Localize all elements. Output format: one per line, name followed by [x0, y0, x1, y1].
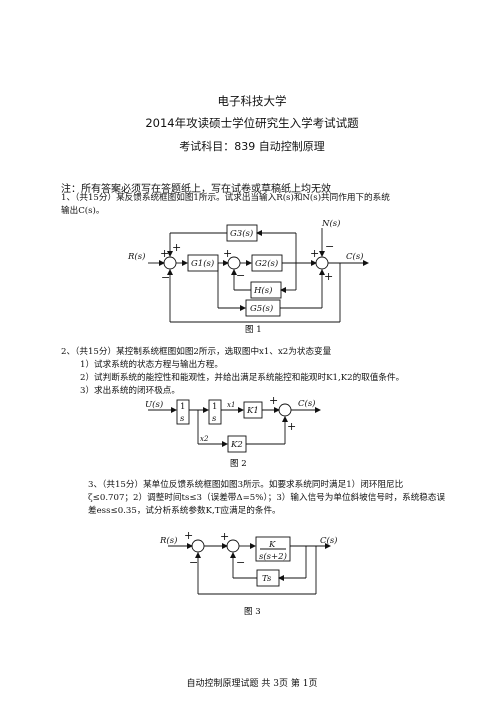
- q3-line3: 差ess≤0.35，试分析系统参数K,T应满足的条件。: [88, 506, 281, 516]
- q2-item1: 1）试求系统的状态方程与输出方程。: [80, 360, 223, 370]
- q2-item3: 3）求出系统的闭环极点。: [80, 386, 180, 396]
- exam-subject: 考试科目：839 自动控制原理: [179, 140, 325, 153]
- fig3-sum1: [191, 539, 205, 553]
- fig2-label-k1: K1: [246, 406, 259, 416]
- fig3-sign-ts: −: [236, 556, 245, 569]
- fig2-sum: [278, 403, 292, 417]
- fig1-sign-g5: +: [324, 270, 333, 283]
- fig3-sign-sum2: +: [220, 530, 229, 543]
- fig2-label-x2: x2: [200, 435, 209, 443]
- fig2-label-x1: x1: [227, 401, 235, 409]
- fig3-sign-r: +: [184, 529, 193, 542]
- fig1-label-r: R(s): [127, 251, 145, 262]
- fig1-sign-outer: −: [161, 271, 170, 284]
- fig1-sign-g2: +: [310, 247, 319, 260]
- q3-line2: ζ≤0.707；2）调整时间ts≤3（误差带Δ=5%）；3）输入信号为单位斜坡信…: [88, 493, 446, 503]
- fig3-label-ts: Ts: [262, 574, 272, 584]
- fig2-label-u: U(s): [145, 399, 163, 410]
- fig2-integrator2: [208, 399, 222, 425]
- fig1-label-g5: G5(s): [250, 303, 273, 314]
- q2-item2: 2）试判断系统的能控性和能观性，并给出满足系统能控和能观时K1,K2的取值条件。: [80, 373, 405, 383]
- fig1-sign-r: +: [160, 247, 169, 260]
- fig1-sign-sum2: +: [223, 247, 232, 260]
- fig2-caption: 图 2: [230, 459, 247, 469]
- fig1-label-g3: G3(s): [230, 228, 253, 239]
- fig3-label-k: K: [268, 540, 276, 550]
- q1-line1: 1、（共15分）某反馈系统框图如图1所示。试求出当输入R(s)和N(s)共同作用…: [61, 193, 390, 203]
- fig1-label-g1: G1(s): [191, 258, 214, 269]
- fig3-label-r: R(s): [159, 535, 177, 546]
- fig3-label-c: C(s): [320, 535, 338, 546]
- fig3-block-plant: [255, 536, 291, 562]
- q3-line1: 3、（共15分）某单位反馈系统框图如图3所示。如要求系统同时满足1）闭环阻尼比: [88, 480, 404, 490]
- fig1-sign-g3: +: [172, 241, 181, 254]
- q1-line2: 输出C(s)。: [61, 206, 105, 216]
- fig2-int2-den: s: [212, 414, 217, 424]
- fig1-label-g2: G2(s): [255, 258, 278, 269]
- fig2-integrator1: [176, 399, 190, 425]
- fig3-caption: 图 3: [244, 607, 261, 617]
- fig1-sign-n: −: [325, 240, 334, 253]
- fig1-label-n: N(s): [321, 218, 340, 229]
- q2-line1: 2、（共15分）某控制系统框图如图2所示，选取图中x1、x2为状态变量: [61, 347, 332, 357]
- answer-note: 注：所有答案必须写在答题纸上，写在试卷或草稿纸上均无效: [61, 184, 331, 195]
- exam-title: 2014年攻读硕士学位研究生入学考试试题: [145, 116, 359, 130]
- fig1-caption: 图 1: [245, 325, 262, 335]
- fig2-int1-num: 1: [180, 402, 185, 412]
- university-name: 电子科技大学: [217, 94, 287, 108]
- fig2-int1-den: s: [180, 414, 185, 424]
- fig3-sign-outer: −: [189, 556, 198, 569]
- fig1-label-h: H(s): [253, 285, 272, 296]
- fig2-sign-k2: +: [287, 420, 296, 433]
- fig2-int2-num: 1: [212, 402, 217, 412]
- fig1-label-c: C(s): [346, 251, 364, 262]
- fig2-label-c: C(s): [298, 398, 316, 409]
- page-footer: 自动控制原理试题 共 3页 第 1页: [186, 679, 318, 689]
- fig2-label-k2: K2: [230, 440, 243, 450]
- fig1-sign-h: −: [236, 269, 245, 282]
- fig2-sign-k1: +: [269, 394, 278, 407]
- fig3-label-den: s(s+2): [259, 551, 287, 562]
